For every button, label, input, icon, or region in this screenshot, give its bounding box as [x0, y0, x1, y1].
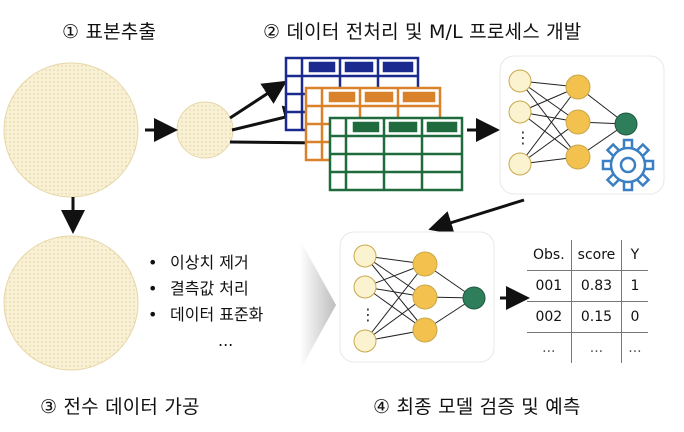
list-item: •이상치 제거 — [148, 253, 249, 272]
column-header: Y — [621, 240, 648, 271]
arrow-sample-to-table1 — [229, 80, 288, 120]
arrow-model-to-final — [428, 198, 525, 235]
list-ellipsis: ... — [218, 331, 234, 350]
nn-ellipsis-2: ⋮ — [360, 305, 376, 324]
table-cell: ... — [570, 332, 622, 363]
population-circle — [3, 62, 139, 198]
table-row: 001 0.83 1 — [527, 270, 648, 302]
step2-title: ② 데이터 전처리 및 M/L 프로세스 개발 — [263, 21, 582, 43]
nn-nodes-1 — [508, 69, 638, 176]
table-row: ... ... ... — [527, 332, 648, 363]
list-item: •결측값 처리 — [148, 279, 249, 298]
table-cell: 1 — [621, 270, 648, 302]
table-cell: 0 — [621, 301, 648, 333]
column-header: score — [570, 240, 622, 271]
table-cell: 001 — [527, 270, 572, 302]
prediction-results-table: Obs. score Y 001 0.83 1 002 0.15 0 ... .… — [527, 240, 648, 363]
table-cell: ... — [542, 340, 556, 356]
step3-title: ③ 전수 데이터 가공 — [40, 396, 200, 418]
nn-nodes-2 — [353, 244, 486, 353]
table-cell: 0.83 — [570, 270, 622, 302]
table-cell: 002 — [527, 301, 572, 333]
process-chevron — [300, 240, 336, 370]
step4-title: ④ 최종 모델 검증 및 예측 — [373, 396, 581, 418]
preprocessing-list: •이상치 제거 •결측값 처리 •데이터 표준화 ... — [148, 250, 263, 354]
table-cell: 0.15 — [570, 301, 622, 333]
table-cell: ... — [621, 332, 648, 363]
column-header: Obs. — [527, 240, 572, 271]
table-row: 002 0.15 0 — [527, 301, 648, 333]
list-item: •데이터 표준화 — [148, 305, 264, 324]
step1-title: ① 표본추출 — [62, 21, 157, 43]
data-table-green — [328, 116, 464, 192]
full-data-circle — [3, 235, 139, 371]
sample-circle — [176, 101, 234, 159]
gear-icon — [601, 138, 655, 192]
table-header-row: Obs. score Y — [527, 240, 648, 271]
nn-ellipsis-1: ⋮ — [515, 128, 531, 147]
